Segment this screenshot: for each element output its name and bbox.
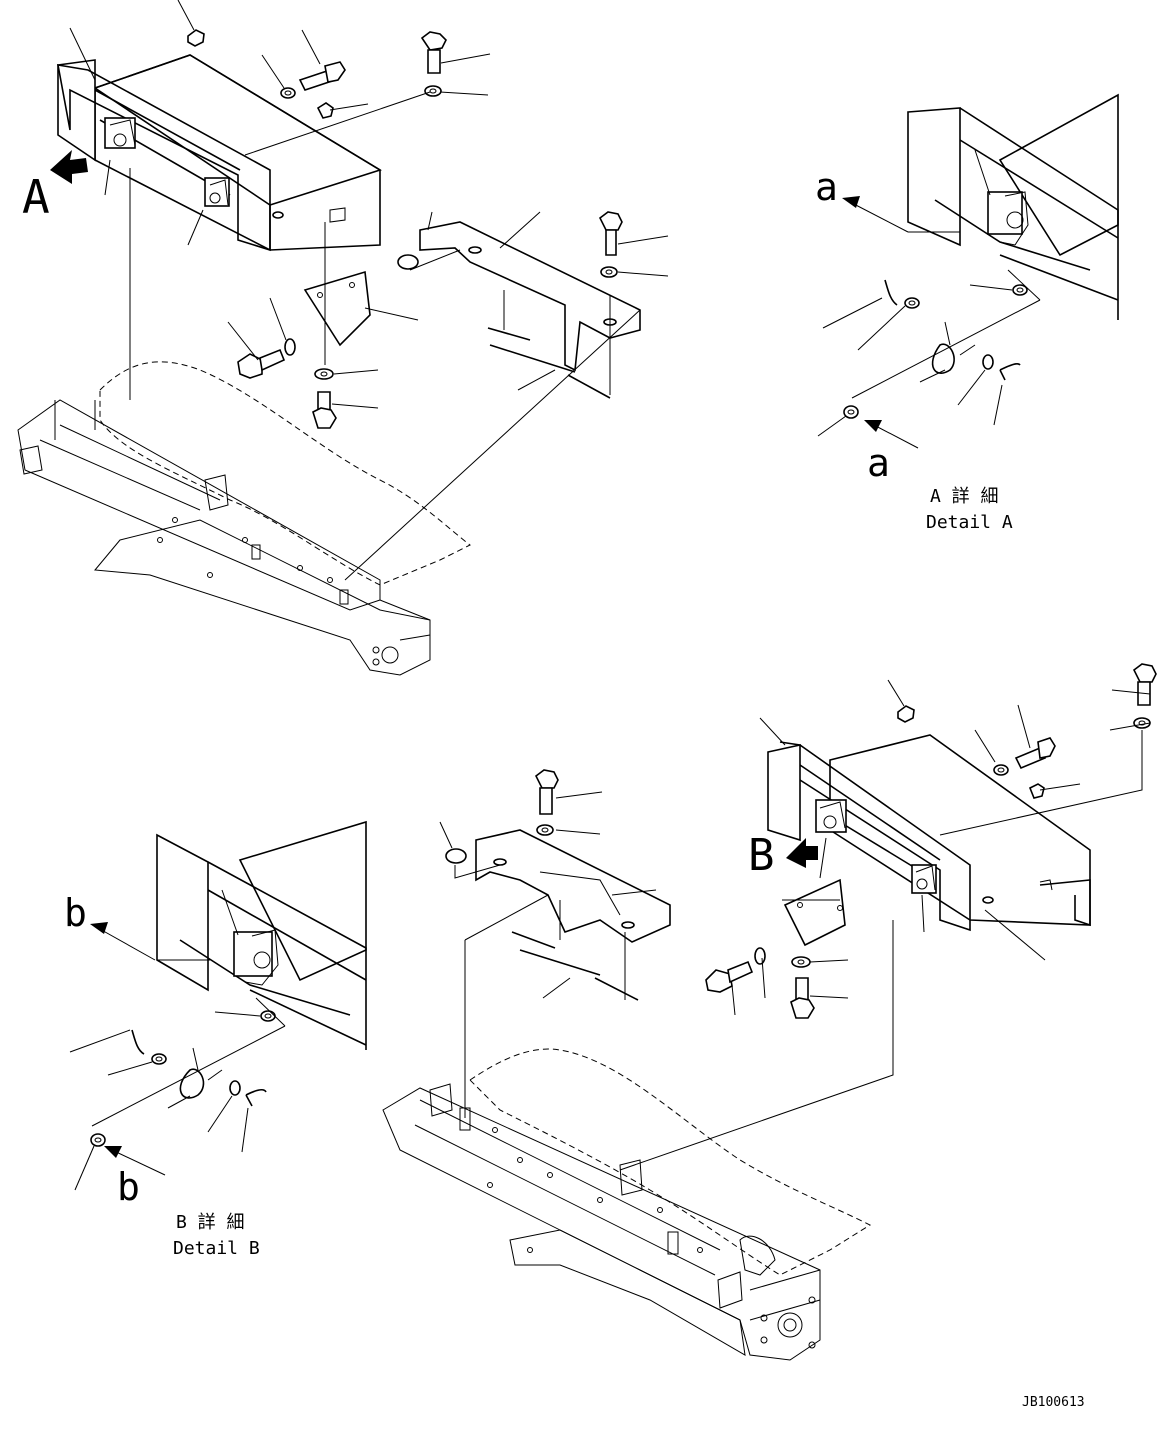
detail-b-leaders — [69, 959, 286, 1191]
leader-lines-bottom-right — [439, 679, 1151, 1171]
detail-a-arrow-letter-lower: a — [867, 441, 890, 485]
view-a-label: A — [22, 170, 50, 224]
leader-lines-top-left — [69, 0, 669, 581]
detail-b-title-en: Detail B — [173, 1238, 260, 1259]
fasteners-bottom-right — [445, 663, 1157, 1019]
detail-b-title-jp: B 詳 細 — [176, 1212, 245, 1233]
step-assembly-b — [767, 734, 1091, 932]
frame-b — [382, 1048, 872, 1361]
view-a-arrow — [50, 150, 88, 184]
drawing-code: JB100613 — [1022, 1395, 1085, 1410]
detail-b-arrow-letter-upper: b — [64, 891, 87, 935]
detail-a-view — [907, 93, 1119, 320]
detail-a-parts — [843, 279, 1028, 419]
detail-a-title-jp: A 詳 細 — [930, 486, 999, 507]
fasteners-top-left — [187, 29, 641, 429]
detail-a-arrows — [842, 196, 919, 449]
detail-b-view — [156, 820, 367, 1050]
detail-b-arrows — [90, 922, 166, 1176]
detail-b-arrow-letter-lower: b — [117, 1165, 140, 1209]
detail-a-arrow-letter-upper: a — [815, 165, 838, 209]
detail-a-title-en: Detail A — [926, 512, 1013, 533]
view-b-label: B — [748, 830, 775, 881]
step-assembly-a — [57, 54, 382, 252]
detail-a-leaders — [817, 231, 1041, 437]
frame-a — [17, 361, 471, 676]
view-b-arrow — [786, 838, 818, 868]
